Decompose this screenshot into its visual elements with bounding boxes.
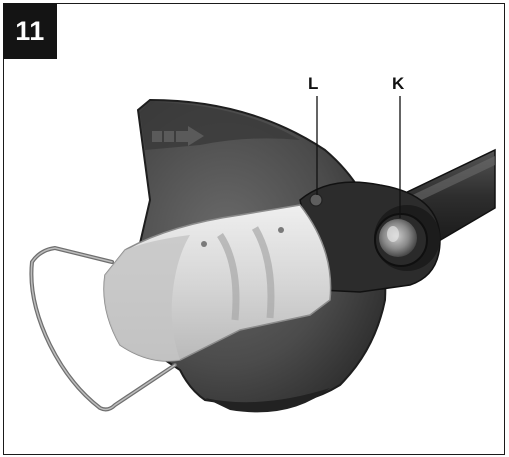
locking-knob: [374, 213, 428, 267]
screw: [309, 193, 323, 207]
callout-label-k: K: [392, 74, 405, 93]
motor-housing: [103, 204, 332, 362]
direction-arrow-icon: [152, 126, 204, 146]
wire-guide: [29, 245, 177, 412]
figure-number-badge: 11: [3, 3, 57, 59]
callout-label-l: L: [308, 74, 319, 93]
